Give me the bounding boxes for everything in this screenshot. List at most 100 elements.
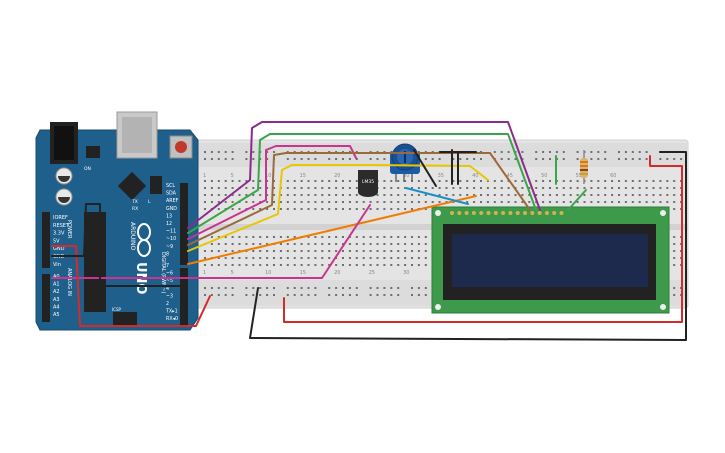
rail-hole[interactable] xyxy=(383,294,386,296)
breadboard-hole[interactable] xyxy=(445,180,448,182)
breadboard-hole[interactable] xyxy=(210,194,213,196)
breadboard-hole[interactable] xyxy=(273,201,275,203)
rail-hole[interactable] xyxy=(638,151,641,153)
breadboard-hole[interactable] xyxy=(252,180,255,182)
rail-hole[interactable] xyxy=(576,151,579,153)
breadboard-hole[interactable] xyxy=(383,250,386,252)
breadboard-hole[interactable] xyxy=(293,187,296,189)
rail-hole[interactable] xyxy=(293,158,296,160)
breadboard-hole[interactable] xyxy=(273,250,275,252)
breadboard-hole[interactable] xyxy=(210,250,213,252)
breadboard-hole[interactable] xyxy=(348,187,351,189)
rail-hole[interactable] xyxy=(493,151,496,153)
breadboard-hole[interactable] xyxy=(424,250,427,252)
rail-hole[interactable] xyxy=(210,294,213,296)
lcd-pin[interactable] xyxy=(486,211,491,215)
rail-hole[interactable] xyxy=(659,158,662,160)
breadboard-hole[interactable] xyxy=(390,243,393,245)
breadboard-hole[interactable] xyxy=(238,243,241,245)
breadboard-hole[interactable] xyxy=(335,201,338,203)
breadboard-hole[interactable] xyxy=(528,201,531,203)
breadboard-hole[interactable] xyxy=(473,187,476,189)
breadboard-hole[interactable] xyxy=(438,194,441,196)
breadboard-hole[interactable] xyxy=(500,194,503,196)
breadboard-hole[interactable] xyxy=(273,236,275,238)
breadboard-hole[interactable] xyxy=(652,194,655,196)
breadboard-hole[interactable] xyxy=(355,257,358,259)
breadboard-hole[interactable] xyxy=(231,250,234,252)
breadboard-hole[interactable] xyxy=(459,180,462,182)
breadboard-hole[interactable] xyxy=(335,250,338,252)
breadboard-hole[interactable] xyxy=(390,201,393,203)
rail-hole[interactable] xyxy=(286,294,289,296)
rail-hole[interactable] xyxy=(328,158,331,160)
breadboard-hole[interactable] xyxy=(259,194,262,196)
breadboard-hole[interactable] xyxy=(307,194,310,196)
breadboard-hole[interactable] xyxy=(286,194,289,196)
breadboard-hole[interactable] xyxy=(335,208,338,210)
breadboard-hole[interactable] xyxy=(673,187,676,189)
breadboard-hole[interactable] xyxy=(314,194,317,196)
breadboard-hole[interactable] xyxy=(252,257,255,259)
breadboard-hole[interactable] xyxy=(266,250,269,252)
lcd-pin[interactable] xyxy=(530,211,535,215)
breadboard-hole[interactable] xyxy=(231,180,234,182)
rail-hole[interactable] xyxy=(224,294,227,296)
breadboard-hole[interactable] xyxy=(273,208,275,210)
breadboard-hole[interactable] xyxy=(369,201,372,203)
breadboard-hole[interactable] xyxy=(245,243,248,245)
breadboard-hole[interactable] xyxy=(549,194,551,196)
rail-hole[interactable] xyxy=(210,287,213,289)
breadboard-hole[interactable] xyxy=(521,194,524,196)
breadboard-hole[interactable] xyxy=(383,187,386,189)
rail-hole[interactable] xyxy=(348,294,351,296)
breadboard-hole[interactable] xyxy=(645,180,648,182)
breadboard-hole[interactable] xyxy=(369,208,372,210)
rail-hole[interactable] xyxy=(286,158,289,160)
breadboard-hole[interactable] xyxy=(307,236,310,238)
rail-hole[interactable] xyxy=(355,294,358,296)
breadboard-hole[interactable] xyxy=(286,257,289,259)
breadboard-hole[interactable] xyxy=(480,194,482,196)
breadboard-hole[interactable] xyxy=(383,257,386,259)
breadboard-hole[interactable] xyxy=(666,194,669,196)
breadboard-hole[interactable] xyxy=(590,201,593,203)
breadboard-hole[interactable] xyxy=(286,201,289,203)
breadboard-hole[interactable] xyxy=(404,250,407,252)
breadboard-hole[interactable] xyxy=(466,201,469,203)
breadboard-hole[interactable] xyxy=(266,180,269,182)
breadboard-hole[interactable] xyxy=(217,187,220,189)
breadboard-hole[interactable] xyxy=(342,208,344,210)
breadboard-hole[interactable] xyxy=(342,236,344,238)
breadboard-hole[interactable] xyxy=(417,243,420,245)
breadboard-hole[interactable] xyxy=(383,201,386,203)
breadboard-hole[interactable] xyxy=(624,194,627,196)
breadboard-hole[interactable] xyxy=(307,201,310,203)
breadboard-hole[interactable] xyxy=(210,187,213,189)
breadboard-hole[interactable] xyxy=(618,187,620,189)
rail-hole[interactable] xyxy=(473,158,476,160)
breadboard-hole[interactable] xyxy=(562,201,565,203)
rail-hole[interactable] xyxy=(245,158,248,160)
rail-hole[interactable] xyxy=(210,151,213,153)
lcd-16x2[interactable] xyxy=(431,206,670,314)
breadboard-hole[interactable] xyxy=(631,194,634,196)
breadboard-hole[interactable] xyxy=(445,187,448,189)
breadboard-hole[interactable] xyxy=(231,194,234,196)
breadboard-hole[interactable] xyxy=(335,194,338,196)
rail-hole[interactable] xyxy=(231,151,234,153)
breadboard-hole[interactable] xyxy=(473,201,476,203)
breadboard-hole[interactable] xyxy=(631,187,634,189)
breadboard-hole[interactable] xyxy=(390,257,393,259)
breadboard-hole[interactable] xyxy=(624,187,627,189)
rail-hole[interactable] xyxy=(673,287,676,289)
rail-hole[interactable] xyxy=(252,158,255,160)
breadboard-hole[interactable] xyxy=(314,180,317,182)
breadboard-hole[interactable] xyxy=(576,187,579,189)
breadboard-hole[interactable] xyxy=(245,194,248,196)
wire-red-5v[interactable] xyxy=(51,245,211,327)
breadboard-hole[interactable] xyxy=(631,180,634,182)
breadboard-hole[interactable] xyxy=(493,194,496,196)
breadboard-hole[interactable] xyxy=(355,236,358,238)
breadboard-hole[interactable] xyxy=(279,208,282,210)
